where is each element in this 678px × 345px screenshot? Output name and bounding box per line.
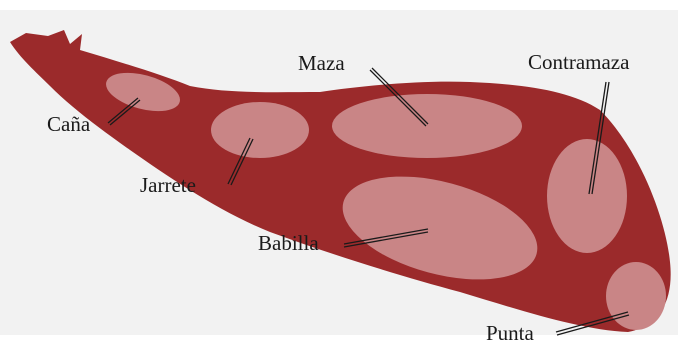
label-contramaza: Contramaza xyxy=(528,50,630,74)
region-jarrete xyxy=(211,102,309,158)
region-contramaza xyxy=(547,139,627,253)
label-jarrete: Jarrete xyxy=(140,173,196,197)
region-maza xyxy=(332,94,522,158)
label-cana: Caña xyxy=(47,112,91,136)
label-punta: Punta xyxy=(486,321,535,345)
region-punta xyxy=(606,262,666,330)
label-maza: Maza xyxy=(298,51,345,75)
label-babilla: Babilla xyxy=(258,231,319,255)
